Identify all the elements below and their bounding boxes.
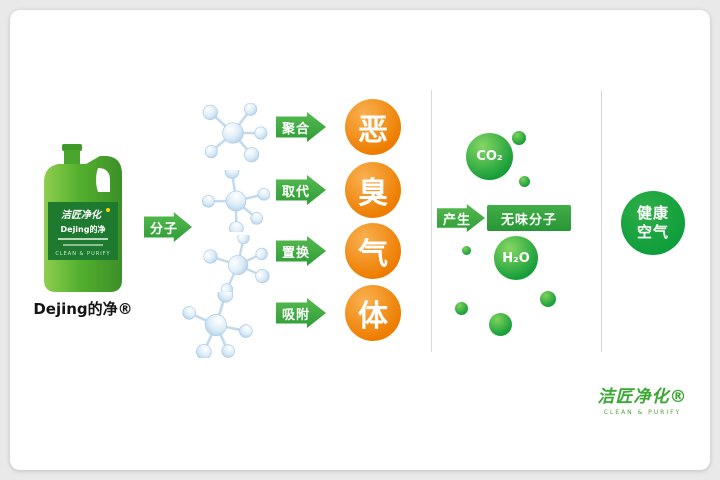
odor-char-circle: 气 (345, 223, 401, 279)
odor-char-circle: 臭 (345, 162, 401, 218)
green-dot (519, 176, 530, 187)
odor-char-circle: 体 (345, 285, 401, 341)
odorless-molecule-box: 无味分子 (487, 205, 571, 231)
molecule-cluster-icon (203, 235, 273, 295)
healthy-air-line2: 空气 (636, 223, 669, 241)
infographic-card: 洁匠净化 Dejing的净 CLEAN & PURIFY Dejing的净® 分… (10, 10, 710, 470)
bottle-label-accent-dot (106, 208, 110, 212)
h2o-molecule-sphere: H₂O (494, 236, 538, 280)
green-dot (512, 131, 526, 145)
process-arrow-adsorb: 吸附 (276, 298, 326, 328)
molecule-cluster-icon (201, 101, 269, 164)
healthy-air-circle: 健康 空气 (621, 191, 685, 255)
process-arrow-displace: 置换 (276, 236, 326, 266)
brand-logo: 洁匠净化® CLEAN & PURIFY (585, 382, 700, 416)
process-arrow-polymerize: 聚合 (276, 112, 326, 142)
input-molecule-arrow: 分子 (144, 212, 192, 242)
product-bottle-icon: 洁匠净化 Dejing的净 CLEAN & PURIFY (44, 144, 122, 292)
green-dot (489, 313, 512, 336)
brand-logo-tagline: CLEAN & PURIFY (603, 409, 682, 416)
produce-arrow: 产生 (437, 204, 485, 232)
molecule-cluster-icon (178, 292, 254, 358)
bottle-label-tagline: CLEAN & PURIFY (55, 251, 110, 257)
divider (601, 90, 602, 352)
green-dot (540, 291, 556, 307)
process-arrow-substitute: 取代 (276, 175, 326, 205)
product-name: Dejing的净® (33, 300, 133, 318)
green-dot (462, 246, 471, 255)
bottle-label-brand: 洁匠净化 (61, 209, 103, 221)
brand-logo-text: 洁匠净化® (597, 387, 688, 407)
molecule-cluster-icon (200, 170, 272, 232)
co2-molecule-sphere: CO₂ (466, 133, 513, 180)
divider (431, 90, 432, 352)
bottle-label-sub: Dejing的净 (61, 224, 106, 234)
green-dot (455, 302, 468, 315)
odor-char-circle: 恶 (345, 99, 401, 155)
healthy-air-line1: 健康 (636, 203, 669, 222)
